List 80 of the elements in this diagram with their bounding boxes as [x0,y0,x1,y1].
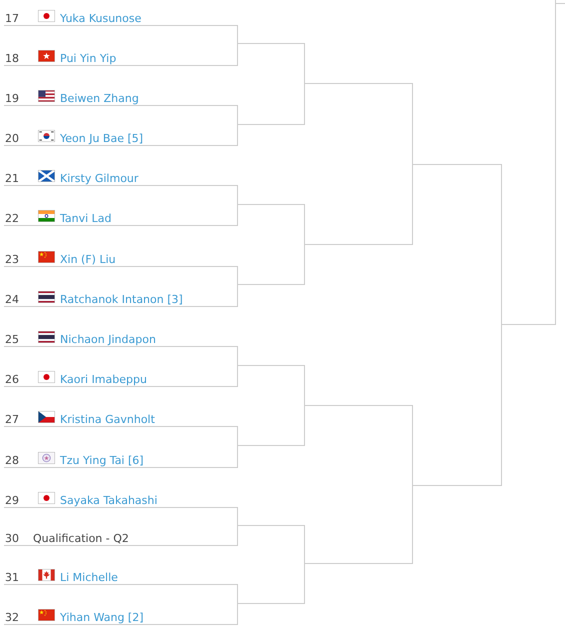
bracket-connector [304,43,305,84]
bracket-connector [304,365,305,406]
bracket-slot-line [304,83,413,84]
bracket-slot-line [304,405,413,406]
bracket-slot-line [237,43,305,44]
bracket-slot-line [237,124,305,125]
bracket-connector [412,164,413,245]
player-name: Yeon Ju Bae [5] [60,132,144,145]
bracket-slot-line [237,284,305,285]
bracket-connector [237,525,238,546]
bracket-slot-line [412,164,502,165]
draw-number: 21 [5,172,19,185]
player-name: Beiwen Zhang [60,92,139,105]
bracket-connector [304,525,305,564]
player-name: Kaori Imabeppu [60,373,147,386]
bracket-slot-line [237,365,305,366]
bracket-slot-line [555,3,565,4]
bracket-connector [412,485,413,564]
bracket-slot-line [304,244,413,245]
draw-number: 22 [5,212,19,225]
bracket-connector [304,244,305,285]
player-name: Yuka Kusunose [60,12,142,25]
bracket-connector [555,0,556,4]
bracket-connector [237,603,238,625]
bracket-connector [237,284,238,307]
bracket-connector [237,365,238,387]
player-name: Kirsty Gilmour [60,172,138,185]
bracket-connector [237,124,238,146]
player-name: Pui Yin Yip [60,52,116,65]
player-name: Sayaka Takahashi [60,494,158,507]
draw-number: 17 [5,12,19,25]
player-name: Yihan Wang [2] [60,611,144,624]
bracket-connector [237,185,238,205]
bracket-connector [237,266,238,285]
draw-number: 31 [5,571,19,584]
player-name: Xin (F) Liu [60,253,116,266]
bracket-connector [501,324,502,486]
bracket-slot-line [237,603,305,604]
bracket-connector [412,405,413,486]
draw-number: 30 [5,532,19,545]
bracket-connector [237,204,238,226]
draw-number: 23 [5,253,19,266]
bracket-connector [304,83,305,125]
bracket-connector [237,105,238,125]
draw-number: 24 [5,293,19,306]
bracket-slot-line [237,204,305,205]
bracket-connector [555,3,556,325]
bracket-connector [237,43,238,66]
bracket-connector [237,445,238,468]
bracket-connector [237,426,238,446]
bracket-slot-line [501,324,556,325]
player-name: Nichaon Jindapon [60,333,156,346]
bracket-connector [304,405,305,446]
bracket-connector [501,164,502,325]
bracket-connector [412,83,413,165]
bracket-connector [237,25,238,44]
player-name: Kristina Gavnholt [60,413,155,426]
draw-number: 19 [5,92,19,105]
bracket-slot-line [237,525,305,526]
bracket-slot-line [304,563,413,564]
bracket-slot-line [237,445,305,446]
draw-number: 25 [5,333,19,346]
draw-number: 29 [5,494,19,507]
draw-number: 27 [5,413,19,426]
bracket-connector [237,346,238,366]
draw-number: 28 [5,454,19,467]
player-name: Tzu Ying Tai [6] [60,454,144,467]
draw-number: 20 [5,132,19,145]
qualifier-text: Qualification - Q2 [33,532,129,545]
bracket-connector [304,204,305,245]
draw-number: 26 [5,373,19,386]
draw-number: 18 [5,52,19,65]
bracket-connector [237,584,238,604]
player-name: Li Michelle [60,571,118,584]
player-name: Ratchanok Intanon [3] [60,293,183,306]
bracket-connector [237,507,238,526]
draw-number: 32 [5,611,19,624]
player-name: Tanvi Lad [60,212,112,225]
bracket-connector [304,563,305,604]
bracket-slot-line [412,485,502,486]
